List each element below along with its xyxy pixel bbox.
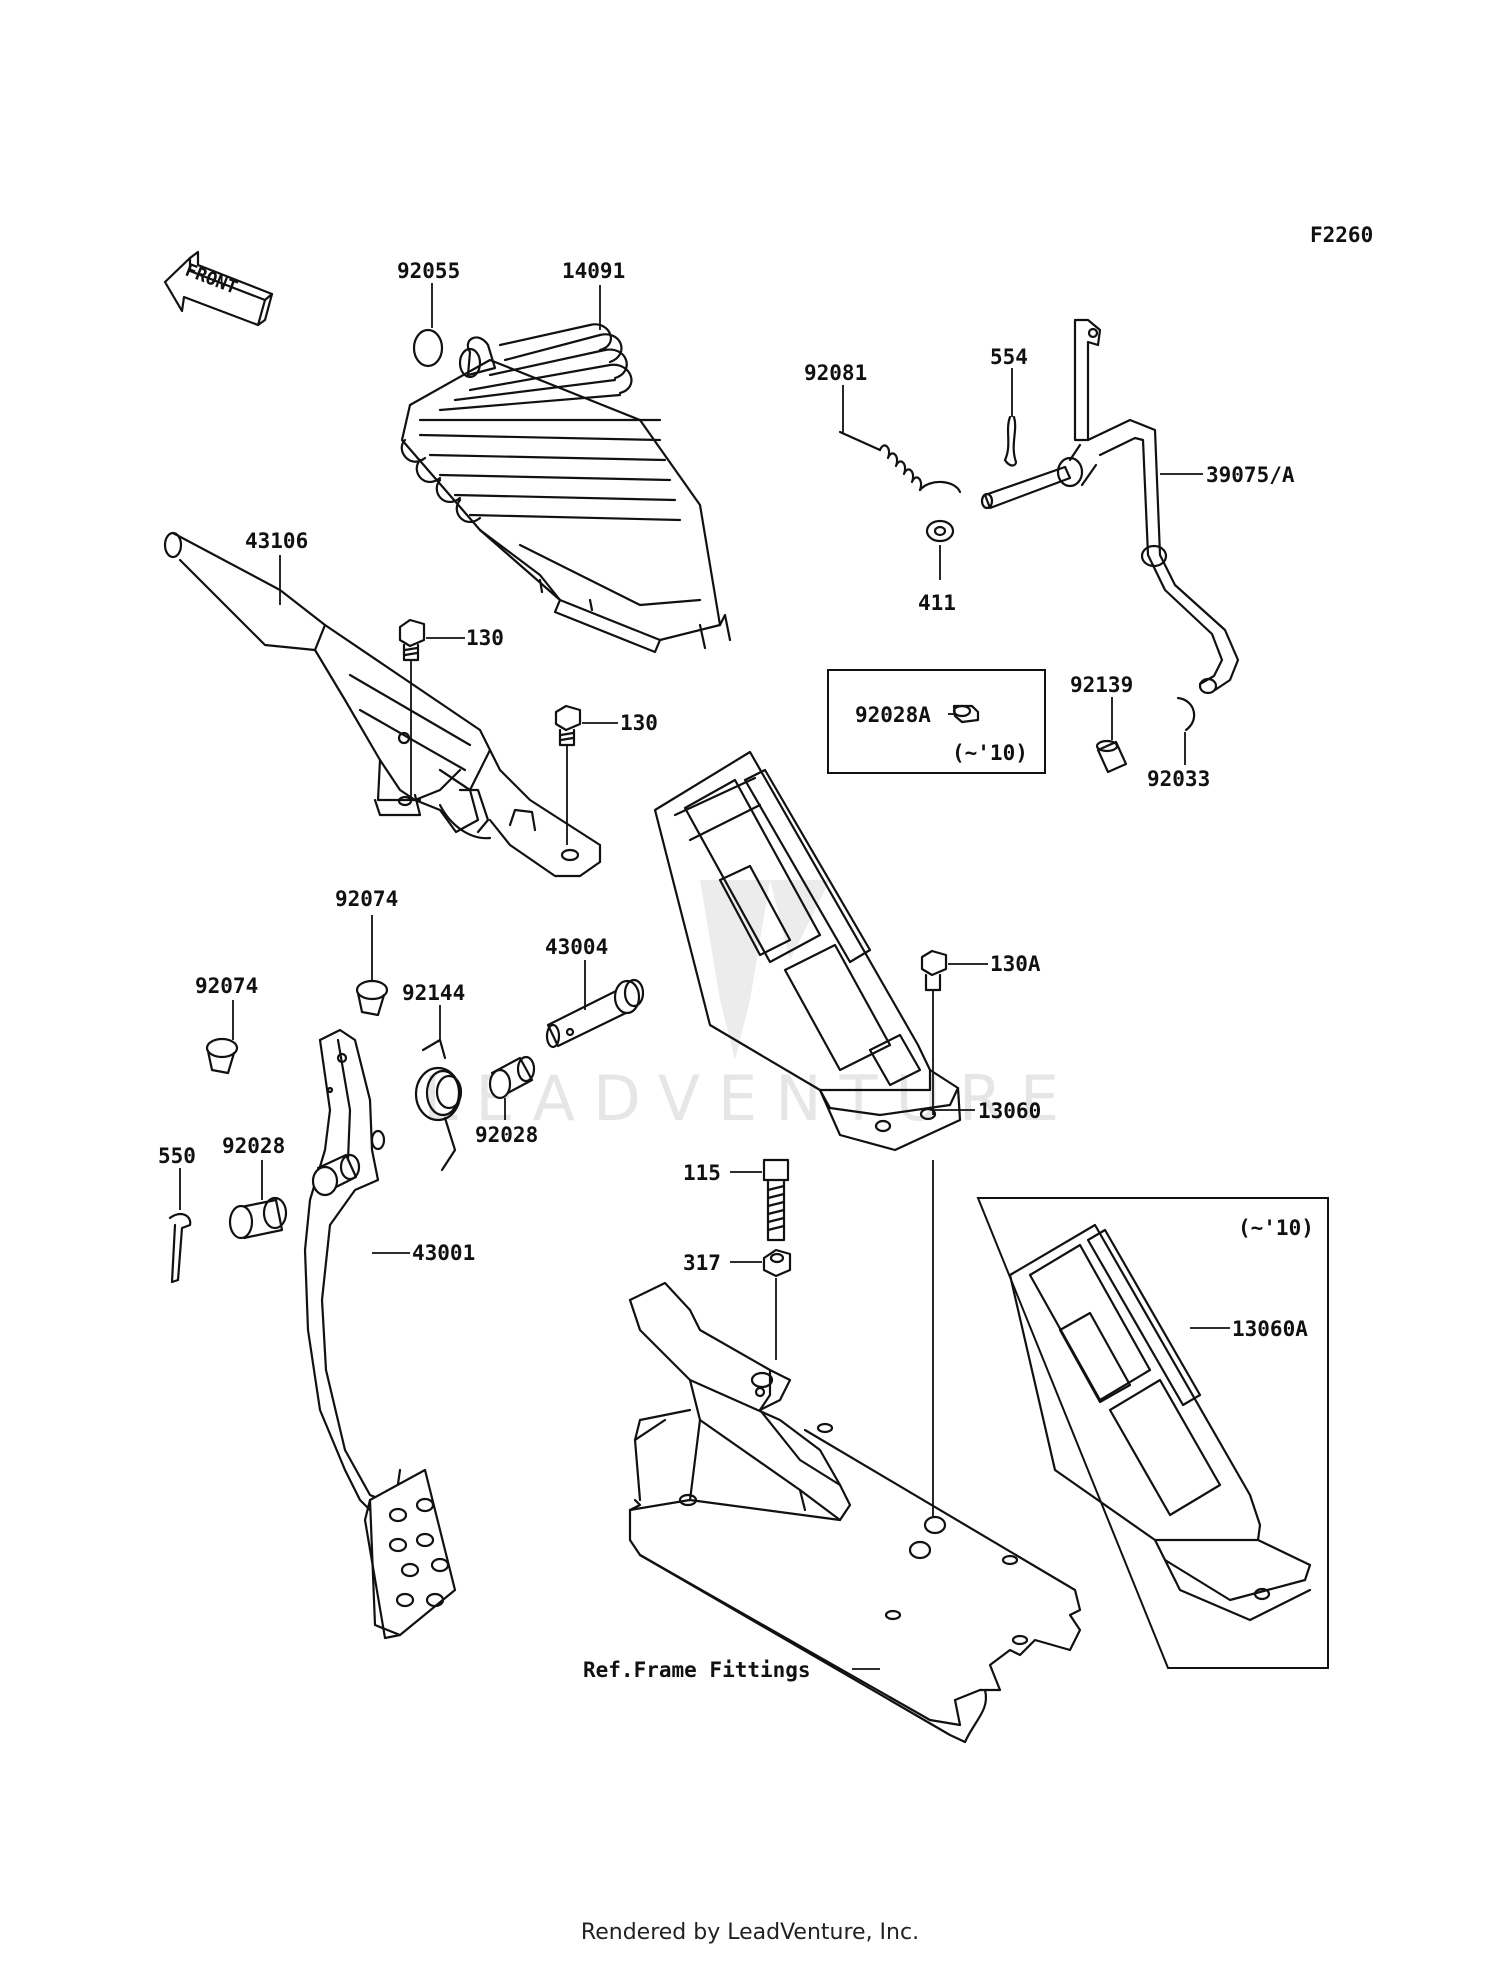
part-130A-bolt: 130A [920,949,1041,1115]
part-130-bolt-b: 130 [554,704,658,845]
part-92055-oring: 92055 [397,259,460,368]
part-130-bolt-a: 130 [398,618,504,800]
label-92028A: 92028A [855,703,931,727]
part-43004-pin: 43004 [545,935,645,1049]
label-115: 115 [683,1161,721,1185]
part-39075A-lever: 39075/A [980,318,1295,695]
label-92028-b: 92028 [222,1134,285,1158]
part-13060-pedal: 13060 [653,750,1041,1152]
watermark: LEADVENTURE [423,880,1059,1135]
label-43106: 43106 [245,529,308,553]
label-43004: 43004 [545,935,608,959]
label-411: 411 [918,591,956,615]
label-13060A: 13060A [1232,1317,1308,1341]
part-317-nut: 317 [683,1248,792,1360]
figure-code: F2260 [1310,223,1373,247]
label-14091: 14091 [562,259,625,283]
box-92028A: 92028A (~'10) [827,669,1046,774]
part-14091-boot: 14091 [400,259,732,654]
part-92144-spring: 92144 [402,981,465,1172]
label-92144: 92144 [402,981,465,1005]
front-arrow-icon: FRONT [163,250,274,327]
part-92081-spring: 92081 [804,361,962,494]
box-13060A: (~'10) 13060A [976,1197,1329,1669]
label-130A: 130A [990,952,1041,976]
label-92033: 92033 [1147,767,1210,791]
footer-credit: Rendered by LeadVenture, Inc. [580,1920,920,1945]
label-92028-a: 92028 [475,1123,538,1147]
label-550: 550 [158,1144,196,1168]
label-92074-a: 92074 [335,887,398,911]
part-43001-brake-pedal: 43001 [303,1028,475,1640]
label-43001: 43001 [412,1241,475,1265]
label-317: 317 [683,1251,721,1275]
part-411-washer: 411 [918,519,956,615]
part-92028-bushing-b: 92028 [222,1134,288,1240]
box2-note: (~'10) [1238,1216,1314,1240]
label-130-b: 130 [620,711,658,735]
part-92139-bushing: 92139 [1070,673,1133,774]
part-92074-clip-a: 92074 [335,887,398,1017]
label-554: 554 [990,345,1028,369]
label-92055: 92055 [397,259,460,283]
label-92074-b: 92074 [195,974,258,998]
box1-note: (~'10) [952,741,1028,765]
label-130-a: 130 [466,626,504,650]
label-92139: 92139 [1070,673,1133,697]
label-13060: 13060 [978,1099,1041,1123]
part-115-bolt: 115 [683,1158,790,1242]
label-39075A: 39075/A [1206,463,1295,487]
part-frame-fittings: Ref.Frame Fittings [583,1281,1082,1744]
label-92081: 92081 [804,361,867,385]
part-92033-circlip: 92033 [1147,696,1210,791]
part-43106-handbrake: 43106 [163,529,602,878]
part-554-pin: 554 [990,345,1028,467]
part-550-cotter: 550 [158,1144,196,1284]
part-92028-bushing-a: 92028 [475,1055,538,1147]
label-ref-frame-fittings: Ref.Frame Fittings [583,1658,811,1682]
part-92074-clip-b: 92074 [195,974,258,1075]
